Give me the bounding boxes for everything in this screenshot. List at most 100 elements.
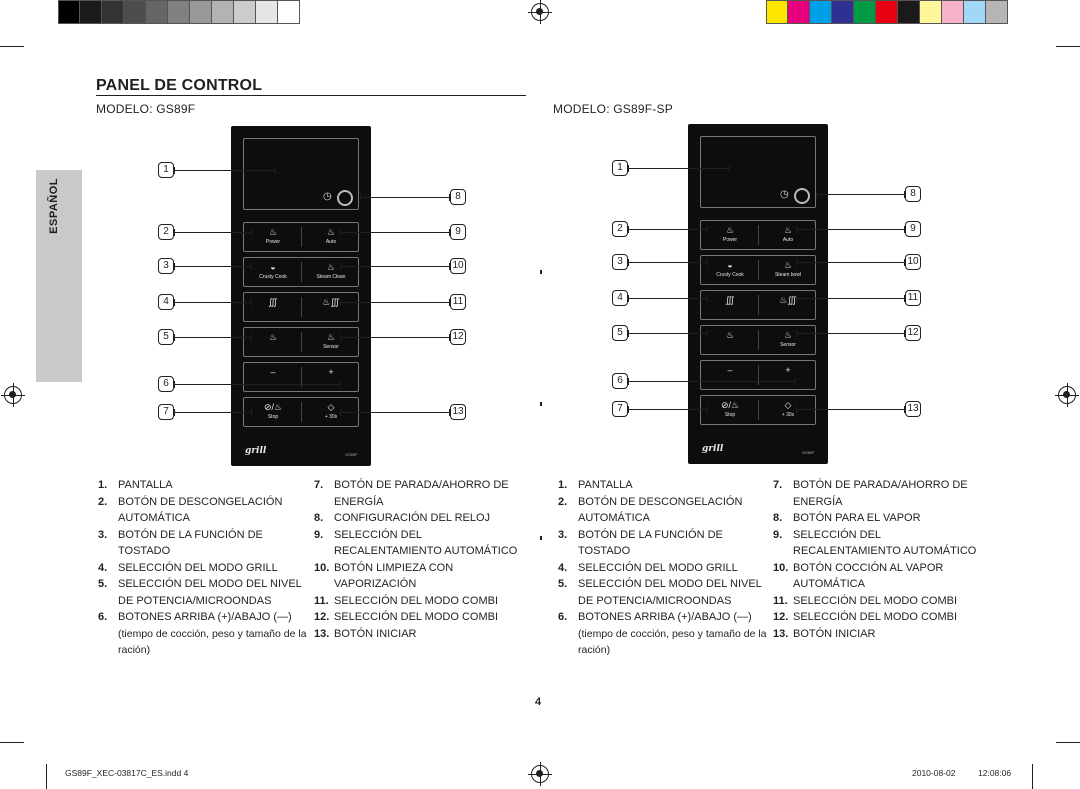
legend-item: 6.BOTONES ARRIBA (+)/ABAJO (—)(tiempo de… <box>558 609 768 659</box>
legend-number: 9. <box>314 528 324 541</box>
color-bar-left <box>58 0 300 24</box>
legend-number: 13. <box>314 627 330 640</box>
legend-item: 13. BOTÓN INICIAR <box>314 626 524 643</box>
legend-number: 7. <box>314 479 324 491</box>
legend-text: BOTÓN DE LA FUNCIÓN DE TOSTADO <box>118 528 263 558</box>
power-level-button[interactable]: ♨ <box>705 328 755 352</box>
defrost-button[interactable]: ♨ Power <box>705 223 755 247</box>
callout-5: 5 <box>612 325 628 341</box>
power-level-button[interactable]: ♨ <box>248 330 298 354</box>
legend-text: SELECCIÓN DEL MODO GRILL <box>578 561 738 574</box>
crusty-cook-button[interactable]: ◒Crusty Cook <box>705 258 755 282</box>
legend-text: SELECCIÓN DEL MODO COMBI <box>334 594 499 607</box>
button-separator <box>301 227 302 247</box>
combi-icon: ♨∭ <box>322 297 340 307</box>
callout-leader <box>796 295 905 302</box>
legend-item: 12.SELECCIÓN DEL MODO COMBI <box>773 609 983 626</box>
callout-3: 3 <box>158 258 174 274</box>
button-row: ♨Power ♨Auto <box>243 222 359 252</box>
legend-item: 11.SELECCIÓN DEL MODO COMBI <box>314 593 524 610</box>
defrost-icon: ♨ <box>725 225 735 235</box>
color-swatch <box>278 0 300 24</box>
registration-mark-top-icon <box>528 0 552 24</box>
defrost-label: Power <box>722 237 738 243</box>
callout-7: 7 <box>158 404 174 420</box>
crop-mark <box>1056 742 1080 743</box>
up-button[interactable]: + <box>763 363 813 387</box>
color-swatch <box>920 0 942 24</box>
callout-12: 12 <box>905 325 921 341</box>
stop-button[interactable]: ⊘/♨Stop <box>248 400 298 424</box>
language-tab-label: ESPAÑOL <box>48 178 60 234</box>
button-row: –+ <box>243 362 359 392</box>
color-swatch <box>942 0 964 24</box>
model-badge: GS89F <box>802 450 815 455</box>
callout-leader <box>174 263 252 270</box>
callout-3: 3 <box>612 254 628 270</box>
down-button[interactable]: – <box>248 365 298 389</box>
button-separator <box>758 225 759 245</box>
steam-function-button[interactable]: ♨Steam Clean <box>306 260 356 284</box>
start-button[interactable]: ◇+ 30s <box>763 398 813 422</box>
callout-leader <box>796 406 905 413</box>
grill-icon: ∭ <box>725 295 735 305</box>
defrost-label: Power <box>265 239 281 245</box>
control-panel: ◷♨Power♨Auto◒Crusty Cook♨Steam bowl∭♨∭♨♨… <box>688 124 828 464</box>
legend-text: BOTÓN DE LA FUNCIÓN DE TOSTADO <box>578 528 723 558</box>
clock-button[interactable] <box>794 188 810 204</box>
stop-button[interactable]: ⊘/♨Stop <box>705 398 755 422</box>
legend-text: SELECCIÓN DEL MODO COMBI <box>334 611 499 623</box>
color-swatch <box>766 0 788 24</box>
auto-reheat-button[interactable]: ♨Auto <box>306 225 356 249</box>
grill-button[interactable]: ∭ <box>248 295 298 319</box>
steam-function-button[interactable]: ♨Steam bowl <box>763 258 813 282</box>
legend-number: 5. <box>558 578 568 590</box>
callout-leader <box>340 263 450 270</box>
up-button[interactable]: + <box>306 365 356 389</box>
color-swatch <box>898 0 920 24</box>
legend-item: 13.BOTÓN INICIAR <box>773 626 983 643</box>
defrost-button[interactable]: ♨Power <box>248 225 298 249</box>
grill-button[interactable]: ∭ <box>705 293 755 317</box>
slug-time: 12:08:06 <box>978 768 1012 778</box>
legend-number: 11. <box>773 594 788 607</box>
legend-text: BOTÓN LIMPIEZA CON VAPORIZACIÓN <box>334 561 454 591</box>
crusty-cook-button[interactable]: ◒Crusty Cook <box>248 260 298 284</box>
legend-item: 4.SELECCIÓN DEL MODO GRILL <box>98 560 308 577</box>
down-button[interactable]: – <box>705 363 755 387</box>
sensor-button[interactable]: ♨Sensor <box>306 330 356 354</box>
clock-button[interactable] <box>337 190 353 206</box>
combi-button[interactable]: ♨∭ <box>763 293 813 317</box>
callout-1: 1 <box>612 160 628 176</box>
callout-leader <box>174 299 252 306</box>
color-swatch <box>854 0 876 24</box>
callout-10: 10 <box>905 254 921 270</box>
button-row: ♨ Power ♨Auto <box>700 220 816 250</box>
start-button[interactable]: ◇+ 30s <box>306 400 356 424</box>
slug-file: GS89F_XEC-03817C_ES.indd 4 <box>65 768 189 778</box>
start-icon: ◇ <box>784 400 792 410</box>
slug-date: 2010-08-02 <box>912 768 956 778</box>
combi-button[interactable]: ♨∭ <box>306 295 356 319</box>
legend-number: 8. <box>773 512 783 524</box>
legend-item: 2.BOTÓN DE DESCONGELACIÓN AUTOMÁTICA <box>558 494 768 527</box>
legend-number: 3. <box>98 528 108 541</box>
button-row: ◒Crusty Cook ♨Steam bowl <box>700 255 816 285</box>
color-swatch <box>788 0 810 24</box>
legend-text: PANTALLA <box>118 479 173 491</box>
legend-number: 12. <box>314 611 330 623</box>
callout-leader <box>796 330 905 337</box>
power-level-icon: ♨ <box>725 330 735 340</box>
button-separator <box>758 330 759 350</box>
legend-text: BOTÓN COCCIÓN AL VAPOR AUTOMÁTICA <box>793 561 944 591</box>
color-swatch <box>58 0 80 24</box>
legend-item: 7.BOTÓN DE PARADA/AHORRO DE ENERGÍA <box>773 477 983 510</box>
color-swatch <box>810 0 832 24</box>
combi-icon: ♨∭ <box>779 295 797 305</box>
page-number: 4 <box>535 696 542 708</box>
sensor-button[interactable]: ♨Sensor <box>763 328 813 352</box>
legend-text: BOTÓN INICIAR <box>334 627 417 640</box>
callout-leader <box>628 259 708 266</box>
legend-number: 9. <box>773 528 783 541</box>
auto-reheat-button[interactable]: ♨Auto <box>763 223 813 247</box>
